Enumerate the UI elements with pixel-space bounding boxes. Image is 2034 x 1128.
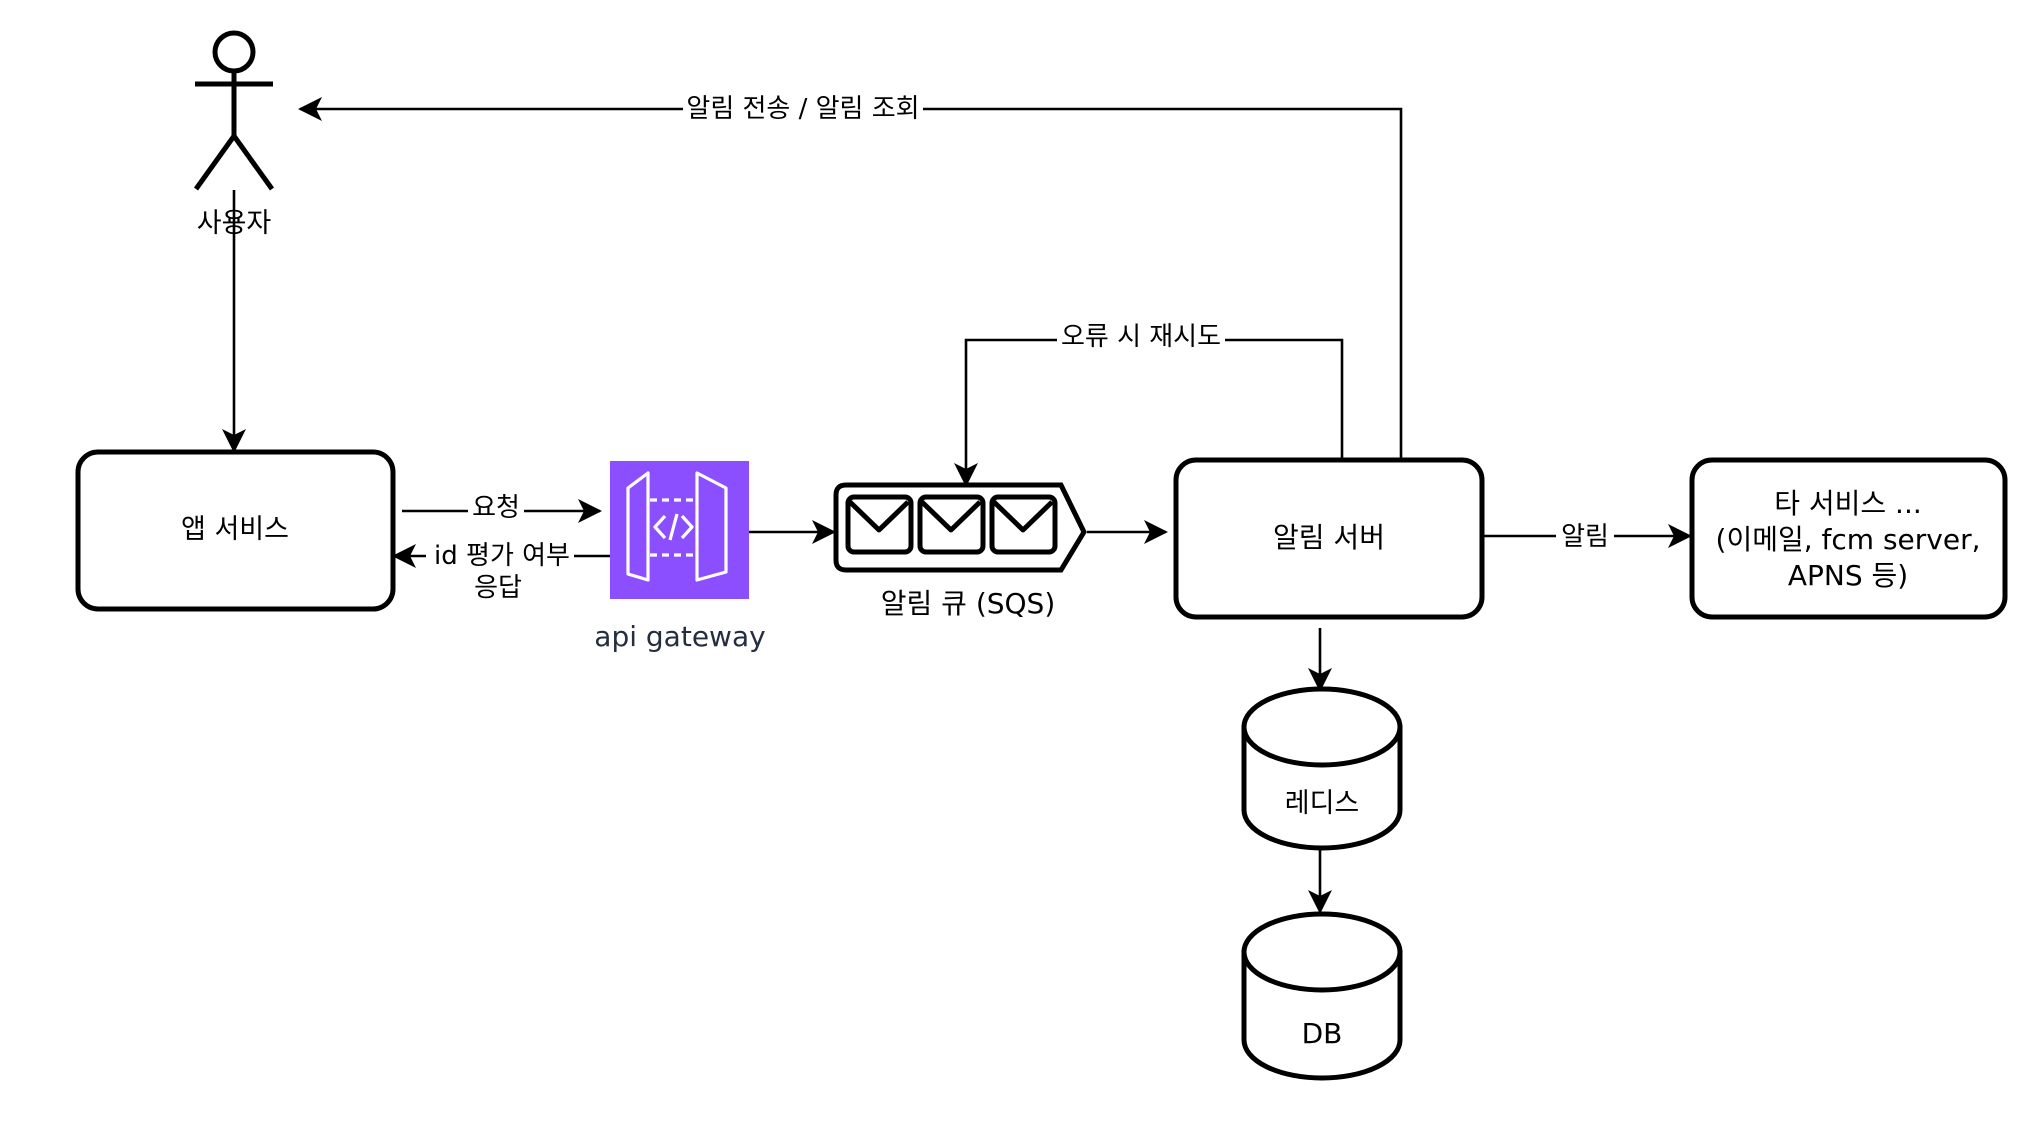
api-gateway-node: api gateway bbox=[594, 461, 766, 653]
edge-request: 요청 bbox=[402, 492, 602, 526]
api-gateway-label: api gateway bbox=[594, 620, 765, 653]
user-label: 사용자 bbox=[197, 208, 272, 239]
user-actor: 사용자 bbox=[193, 30, 275, 239]
edge-label-response-line2: 응답 bbox=[474, 573, 522, 603]
other-services-label-line2: (이메일, fcm server, bbox=[1716, 523, 1981, 556]
edge-label-notify-to-user: 알림 전송 / 알림 조회 bbox=[686, 94, 919, 124]
queue-icon bbox=[833, 482, 1087, 573]
api-gateway-icon bbox=[610, 461, 749, 599]
app-service-node: 앱 서비스 bbox=[75, 449, 396, 612]
redis-label: 레디스 bbox=[1285, 788, 1360, 819]
edge-label-retry: 오류 시 재시도 bbox=[1061, 322, 1221, 352]
queue-node: 알림 큐 (SQS) bbox=[833, 482, 1087, 620]
edge-response: id 평가 여부 응답 bbox=[392, 538, 610, 606]
other-services-label-line1: 타 서비스 ... bbox=[1774, 487, 1922, 520]
edge-label-request: 요청 bbox=[472, 493, 520, 523]
notify-server-node: 알림 서버 bbox=[1173, 457, 1485, 620]
notify-server-label: 알림 서버 bbox=[1273, 521, 1385, 554]
app-service-label: 앱 서비스 bbox=[181, 514, 289, 545]
edge-label-notify-out: 알림 bbox=[1561, 522, 1609, 552]
envelope-icons bbox=[845, 494, 1058, 555]
other-services-node: 타 서비스 ... (이메일, fcm server, APNS 등) bbox=[1689, 457, 2008, 620]
other-services-label-line3: APNS 등) bbox=[1788, 559, 1908, 592]
edge-notify-to-user: 알림 전송 / 알림 조회 bbox=[298, 92, 1403, 460]
person-icon bbox=[193, 30, 275, 191]
edge-notify-out: 알림 bbox=[1483, 518, 1692, 552]
db-node: DB bbox=[1241, 911, 1403, 1081]
db-label: DB bbox=[1302, 1017, 1343, 1050]
edge-label-response-line1: id 평가 여부 bbox=[434, 541, 570, 571]
queue-label: 알림 큐 (SQS) bbox=[881, 587, 1056, 620]
redis-node: 레디스 bbox=[1241, 686, 1403, 851]
edge-retry: 오류 시 재시도 bbox=[954, 320, 1344, 487]
